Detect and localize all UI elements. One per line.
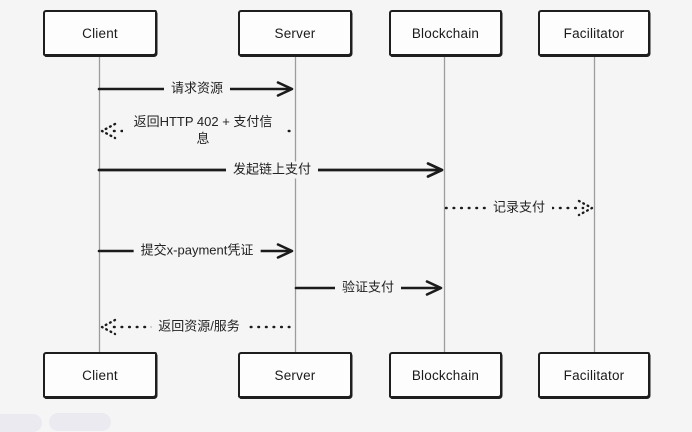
actor-label-client-top: Client (82, 25, 118, 41)
arrow-return-resource-head (100, 318, 117, 336)
actor-box-client-top: Client (43, 10, 157, 56)
actor-label-blockchain-bottom: Blockchain (411, 367, 480, 383)
sequence-diagram: Client Server Blockchain Facilitator Cli… (0, 10, 650, 432)
actor-box-server-top: Server (238, 10, 352, 56)
arrow-http402-head (100, 122, 117, 140)
message-label-record-payment: 记录支付 (485, 199, 553, 217)
actor-box-blockchain-top: Blockchain (389, 10, 502, 56)
arrow-onchain-payment-head (426, 162, 444, 178)
background-pill-left (0, 414, 42, 432)
message-label-return-resource: 返回资源/服务 (151, 318, 247, 336)
actor-box-blockchain-bottom: Blockchain (389, 352, 502, 398)
actor-box-facilitator-top: Facilitator (538, 10, 650, 56)
actor-label-blockchain-top: Blockchain (411, 25, 480, 41)
message-label-http402-payment: 返回HTTP 402 + 支付信息 (123, 114, 283, 148)
background-pill-right (49, 413, 111, 431)
arrow-submit-xpayment-head (276, 243, 294, 259)
actor-box-client-bottom: Client (43, 352, 157, 398)
message-label-submit-xpayment: 提交x-payment凭证 (133, 242, 261, 260)
arrow-verify-payment-head (425, 280, 443, 296)
actor-label-facilitator-bottom: Facilitator (563, 367, 625, 383)
actor-label-server-bottom: Server (274, 367, 316, 383)
actor-box-facilitator-bottom: Facilitator (538, 352, 650, 398)
arrow-request-resource-head (276, 81, 294, 97)
message-label-verify-payment: 验证支付 (334, 279, 402, 297)
actor-box-server-bottom: Server (238, 352, 352, 398)
message-label-request-resource: 请求资源 (163, 80, 231, 98)
arrow-record-payment-head (577, 199, 594, 217)
actor-label-client-bottom: Client (82, 367, 118, 383)
actor-label-server-top: Server (274, 25, 316, 41)
actor-label-facilitator-top: Facilitator (563, 25, 625, 41)
message-label-onchain-payment: 发起链上支付 (225, 161, 319, 179)
